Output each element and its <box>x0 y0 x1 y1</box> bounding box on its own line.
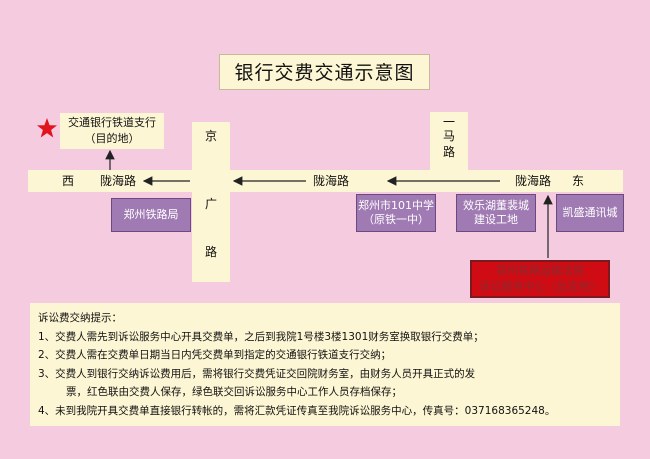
map-title: 银行交费交通示意图 <box>219 54 430 90</box>
longhai-road-label-middle: 陇海路 <box>313 174 350 188</box>
court-label-line1: 郑州铁路运输法院 <box>496 264 584 277</box>
jingguang-road-label-1: 京 <box>204 129 217 143</box>
railway-bureau-label: 郑州铁路局 <box>123 208 179 221</box>
longhai-road-label-east: 陇海路 <box>515 174 552 188</box>
construction-label-line1: 效乐湖董裴城 <box>463 199 529 212</box>
destination-name: 交通银行铁道支行 <box>68 116 156 129</box>
destination-star-icon <box>37 118 57 138</box>
destination-label-box: 交通银行铁道支行 （目的地） <box>60 113 164 149</box>
notes-item-3b: 票，红色联由交费人保存，绿色联交回诉讼服务中心工作人员存档保存； <box>66 386 402 398</box>
school-label-line1: 郑州市101中学 <box>358 199 434 212</box>
route-arrows <box>105 149 553 258</box>
payment-notes-panel: 诉讼费交纳提示： 1、交费人需先到诉讼服务中心开具交费单，之后到我院1号楼3楼1… <box>30 303 620 426</box>
court-label-line2: 诉讼服务中心（出发地） <box>479 280 601 293</box>
railway-bureau-landmark: 郑州铁路局 <box>111 198 191 232</box>
destination-note: （目的地） <box>84 132 140 145</box>
notes-heading: 诉讼费交纳提示： <box>38 312 122 324</box>
longhai-east-direction: 东 <box>572 174 585 188</box>
school-label-line2: （原铁一中） <box>363 213 429 226</box>
yima-road-label-1: 一 <box>442 115 455 129</box>
kaisheng-label: 凯盛通讯城 <box>562 206 618 219</box>
longhai-road-label-west: 陇海路 <box>100 174 137 188</box>
notes-item-3a: 3、交费人到银行交纳诉讼费用后，需将银行交费凭证交回院财务室，由财务人员开具正式… <box>38 367 476 380</box>
longhai-road <box>28 170 623 192</box>
notes-item-1: 1、交费人需先到诉讼服务中心开具交费单，之后到我院1号楼3楼1301财务室换取银… <box>38 330 484 343</box>
jingguang-road <box>192 122 230 282</box>
construction-landmark: 效乐湖董裴城 建设工地 <box>456 194 536 232</box>
jingguang-road-label-3: 路 <box>204 245 217 259</box>
court-start-box: 郑州铁路运输法院 诉讼服务中心（出发地） <box>470 260 610 298</box>
notes-item-4: 4、未到我院开具交费单直接银行转帐的，需将汇款凭证传真至我院诉讼服务中心，传真号… <box>38 404 556 417</box>
kaisheng-landmark: 凯盛通讯城 <box>556 194 624 232</box>
notes-item-2: 2、交费人需在交费单日期当日内凭交费单到指定的交通银行铁道支行交纳； <box>38 349 392 361</box>
construction-label-line2: 建设工地 <box>474 213 518 226</box>
yima-road-label-2: 马 <box>442 129 455 143</box>
longhai-west-direction: 西 <box>62 174 75 188</box>
yima-road <box>430 112 468 174</box>
jingguang-road-label-2: 广 <box>204 197 217 211</box>
yima-road-label-3: 路 <box>442 145 455 159</box>
school-landmark: 郑州市101中学 （原铁一中） <box>356 194 436 232</box>
